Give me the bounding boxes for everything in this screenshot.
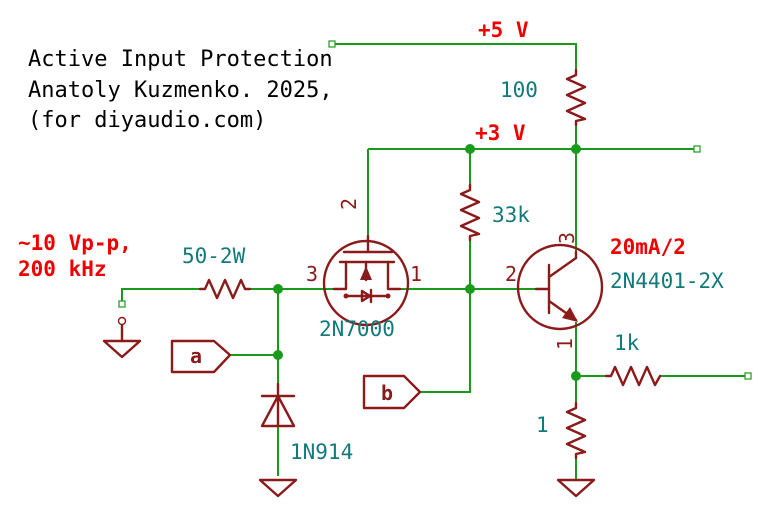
mosfet-dot-left: [343, 293, 349, 299]
ground-input: [102, 339, 142, 359]
resistor-1: [565, 401, 587, 460]
value-r1k: 1k: [614, 331, 640, 355]
terminals: [118, 40, 752, 380]
pin-mosfet-source: 3: [306, 262, 318, 286]
flag-b: [362, 374, 422, 410]
bjt-emitter-arrow: [562, 307, 578, 322]
value-r50: 50-2W: [182, 244, 246, 268]
mosfet-source-lead: [332, 260, 348, 291]
bjt-collector-line: [547, 256, 578, 279]
net-label-3v: +3 V: [475, 121, 526, 145]
wires: [121, 43, 748, 480]
mosfet-dot-right: [385, 293, 391, 299]
resistor-1k: [604, 365, 662, 387]
resistor-100: [565, 68, 587, 127]
pin-bjt-emitter: 1: [553, 338, 577, 350]
pin-mosfet-drain: 1: [410, 262, 422, 286]
title-line-1: Active Input Protection: [28, 47, 333, 72]
terminal-output: [744, 372, 752, 380]
bjt-2n4401: [516, 243, 604, 331]
terminal-input: [118, 300, 126, 308]
diode-triangle: [260, 394, 296, 428]
ground-r1: [556, 478, 596, 498]
junction-emitter-node: [571, 371, 581, 381]
value-bjt: 2N4401-2X: [610, 269, 724, 293]
junction-source-node: [273, 284, 283, 294]
junction-3v-collector: [571, 144, 581, 154]
mosfet-body-diode: [360, 289, 372, 303]
flag-a-label: a: [190, 344, 202, 368]
value-diode: 1N914: [290, 440, 353, 464]
pin-bjt-collector: 3: [555, 232, 579, 244]
terminal-5v: [328, 40, 336, 48]
bjt-body: [516, 243, 604, 331]
ground-input-pin: [117, 316, 127, 326]
ground-diode: [258, 478, 298, 498]
title-line-2: Anatoly Kuzmenko. 2025,: [28, 78, 333, 103]
junction-base-node: [465, 284, 475, 294]
value-r33k: 33k: [492, 203, 530, 227]
title-line-3: (for diyaudio.com): [28, 108, 266, 133]
pin-mosfet-gate: 2: [337, 198, 361, 210]
mosfet-drain-lead: [386, 260, 402, 291]
value-r1: 1: [536, 413, 549, 437]
diode-1n914: [260, 382, 296, 428]
net-label-current: 20mA/2: [610, 235, 686, 259]
flag-b-label: b: [381, 381, 393, 405]
net-label-5v: +5 V: [478, 18, 529, 42]
mosfet-2n7000: [322, 234, 410, 327]
net-label-signal-1: ~10 Vp-p,: [18, 231, 132, 255]
pin-bjt-base: 2: [505, 262, 517, 286]
wire-5v-rail: [332, 43, 577, 70]
resistor-33k: [459, 183, 481, 242]
net-label-signal-2: 200 kHz: [18, 257, 107, 281]
wire-flag-b: [420, 289, 471, 393]
resistor-50-2w: [198, 278, 252, 300]
wire-input: [121, 288, 200, 304]
junctions: [273, 144, 581, 381]
junction-flag-a: [273, 350, 283, 360]
terminal-3v: [693, 145, 701, 153]
junction-3v-33k: [465, 144, 475, 154]
value-mosfet: 2N7000: [319, 317, 395, 341]
mosfet-body: [322, 239, 410, 327]
value-r100: 100: [500, 78, 538, 102]
flag-a: [170, 339, 232, 374]
